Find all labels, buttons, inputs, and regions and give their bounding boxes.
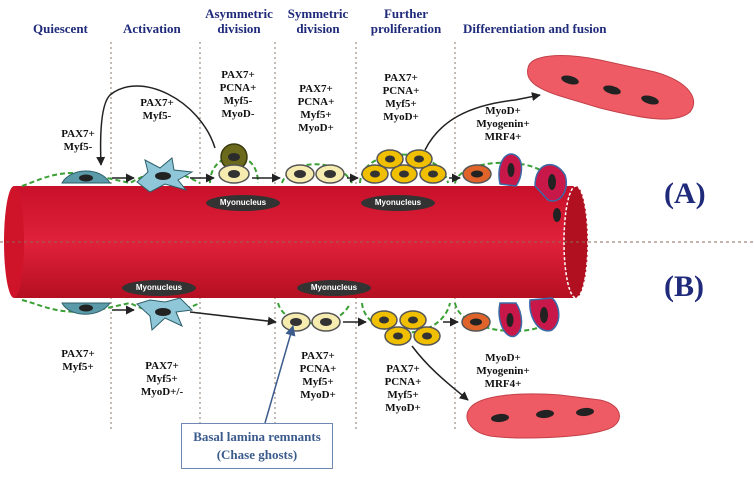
callout-line1: Basal lamina remnants	[193, 429, 321, 444]
header-asymmetric-line2: division	[217, 21, 261, 36]
marker: Myf5-	[142, 110, 172, 122]
header-symmetric-division: Symmetric division	[280, 6, 356, 36]
marker: PCNA+	[384, 376, 422, 388]
myonucleus-a2	[361, 195, 435, 211]
marker: PAX7+	[384, 72, 418, 84]
marker: MyoD+	[383, 111, 419, 123]
markers-differentiation-b: MyoD+ Myogenin+ MRF4+	[466, 352, 540, 391]
marker: MRF4+	[484, 378, 522, 390]
marker: MyoD+	[485, 105, 521, 117]
marker: Myf5+	[387, 389, 419, 401]
header-asymmetric-line1: Asymmetric	[205, 6, 273, 21]
marker: MyoD+/-	[140, 386, 184, 398]
myonuclei	[122, 195, 435, 296]
marker: Myf5+	[300, 109, 332, 121]
marker: MyoD+	[485, 352, 521, 364]
proliferating-cluster-b	[370, 310, 441, 346]
myonucleus-label-a1: Myonucleus	[219, 198, 267, 207]
panel-label-a: (A)	[664, 177, 706, 210]
panel-label-b: (B)	[664, 270, 704, 303]
marker: PCNA+	[219, 82, 257, 94]
marker: Myogenin+	[476, 365, 530, 377]
callout-arrow	[264, 324, 296, 424]
markers-further-a: PAX7+ PCNA+ Myf5+ MyoD+	[369, 72, 433, 124]
marker: PAX7+	[61, 128, 95, 140]
markers-quiescent-b: PAX7+ Myf5+	[50, 348, 106, 374]
marker: PAX7+	[301, 350, 335, 362]
header-further-proliferation: Further proliferation	[360, 6, 452, 36]
header-further-line2: proliferation	[370, 21, 442, 36]
marker: PAX7+	[140, 97, 174, 109]
marker: Myf5-	[63, 141, 93, 153]
marker: MyoD-	[221, 108, 255, 120]
header-asymmetric-division: Asymmetric division	[202, 6, 276, 36]
myonucleus-label-b2: Myonucleus	[310, 283, 358, 292]
myonucleus-b1	[122, 280, 196, 296]
marker: MyoD+	[385, 402, 421, 414]
markers-activation-a: PAX7+ Myf5-	[129, 97, 185, 123]
marker: PAX7+	[61, 348, 95, 360]
marker: PAX7+	[299, 83, 333, 95]
header-differentiation-fusion: Differentiation and fusion	[463, 21, 607, 36]
marker: Myf5+	[302, 376, 334, 388]
marker: Myf5+	[62, 361, 94, 373]
myonucleus-label-a2: Myonucleus	[374, 198, 422, 207]
markers-further-b: PAX7+ PCNA+ Myf5+ MyoD+	[371, 363, 435, 415]
marker: PCNA+	[299, 363, 337, 375]
marker: PAX7+	[221, 69, 255, 81]
marker: MyoD+	[298, 122, 334, 134]
marker: Myf5+	[385, 98, 417, 110]
marker: Myogenin+	[476, 118, 530, 130]
header-symmetric-line2: division	[296, 21, 340, 36]
marker: Myf5-	[223, 95, 253, 107]
header-activation: Activation	[123, 21, 181, 36]
markers-activation-b: PAX7+ Myf5+ MyoD+/-	[129, 360, 195, 399]
arrows-a	[96, 85, 541, 183]
markers-asymmetric-a: PAX7+ PCNA+ Myf5- MyoD-	[206, 69, 270, 121]
marker: PCNA+	[297, 96, 335, 108]
marker: MyoD+	[300, 389, 336, 401]
markers-symmetric-b: PAX7+ PCNA+ Myf5+ MyoD+	[286, 350, 350, 402]
basal-lamina-callout: Basal lamina remnants (Chase ghosts)	[181, 423, 333, 469]
markers-differentiation-a: MyoD+ Myogenin+ MRF4+	[466, 105, 540, 144]
markers-quiescent-a: PAX7+ Myf5-	[50, 128, 106, 154]
marker: PAX7+	[386, 363, 420, 375]
panel-a-cells	[61, 55, 695, 222]
arrows-b	[112, 305, 469, 401]
myonucleus-a1	[206, 195, 280, 211]
callout-line2: (Chase ghosts)	[216, 447, 298, 462]
header-quiescent: Quiescent	[33, 21, 88, 36]
header-further-line1: Further	[383, 6, 429, 21]
marker: MRF4+	[484, 131, 522, 143]
markers-symmetric-a: PAX7+ PCNA+ Myf5+ MyoD+	[284, 83, 348, 135]
marker: Myf5+	[146, 373, 178, 385]
myonucleus-b2	[297, 280, 371, 296]
marker: PAX7+	[145, 360, 179, 372]
marker: PCNA+	[382, 85, 420, 97]
header-symmetric-line1: Symmetric	[287, 6, 349, 21]
myonucleus-label-b1: Myonucleus	[135, 283, 183, 292]
panel-b-cells	[61, 297, 620, 439]
